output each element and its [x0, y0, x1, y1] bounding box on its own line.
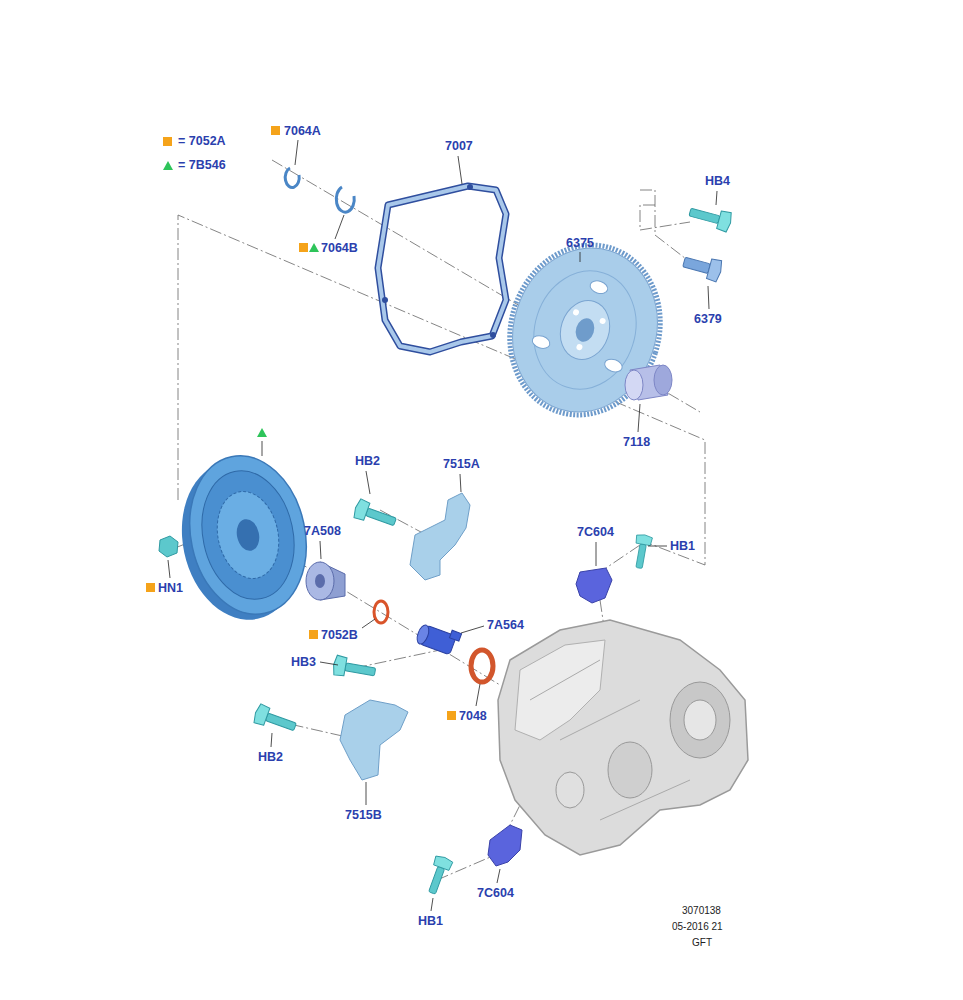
callout-number: HB1 — [670, 539, 695, 553]
callout-number: 7064A — [284, 124, 321, 138]
bracket — [410, 493, 470, 580]
legend-item: = 7B546 — [163, 158, 226, 172]
callout-number: 7C604 — [577, 525, 614, 539]
release-bearing — [306, 562, 345, 600]
drawing-reference: 05-2016 21 — [672, 921, 723, 933]
callout-number: 6379 — [694, 312, 722, 326]
callout-number: 7A564 — [487, 618, 524, 632]
legend-text: = 7B546 — [178, 158, 226, 172]
callout-number: 7515B — [345, 808, 382, 822]
drawing-reference: GFT — [692, 937, 712, 949]
guide-line — [175, 160, 705, 880]
bracket — [340, 700, 408, 780]
sensor — [488, 825, 522, 866]
callout-number: HB3 — [291, 655, 316, 669]
bushing — [625, 365, 672, 400]
slave-cylinder — [415, 620, 462, 657]
callout-number: 7052B — [321, 628, 358, 642]
legend-swatch — [163, 137, 172, 146]
callout-number: HB2 — [258, 750, 283, 764]
callout-number: 7118 — [623, 435, 650, 449]
callout-number: HB4 — [705, 174, 730, 188]
callout-number: 7048 — [459, 709, 487, 723]
drawing-reference: 3070138 — [682, 905, 721, 917]
sensor — [576, 568, 612, 603]
clutch-assembly — [167, 445, 321, 631]
transmission-case — [498, 620, 748, 855]
flexplate — [488, 225, 682, 434]
callout-number: 7515A — [443, 457, 480, 471]
callout-number: 7A508 — [304, 524, 341, 538]
callout-number: 6375 — [566, 236, 594, 250]
callout-number: 7007 — [445, 139, 473, 153]
legend-text: = 7052A — [178, 134, 226, 148]
leader-line — [168, 140, 717, 911]
gasket — [378, 184, 506, 352]
callout-number: HB1 — [418, 914, 443, 928]
legend-item: = 7052A — [163, 134, 226, 148]
callout-number: HN1 — [158, 581, 183, 595]
callout-number: 7064B — [321, 241, 358, 255]
marker-symbol — [146, 126, 456, 720]
callout-number: HB2 — [355, 454, 380, 468]
callout-number: 7C604 — [477, 886, 514, 900]
legend-triangle — [163, 161, 172, 170]
